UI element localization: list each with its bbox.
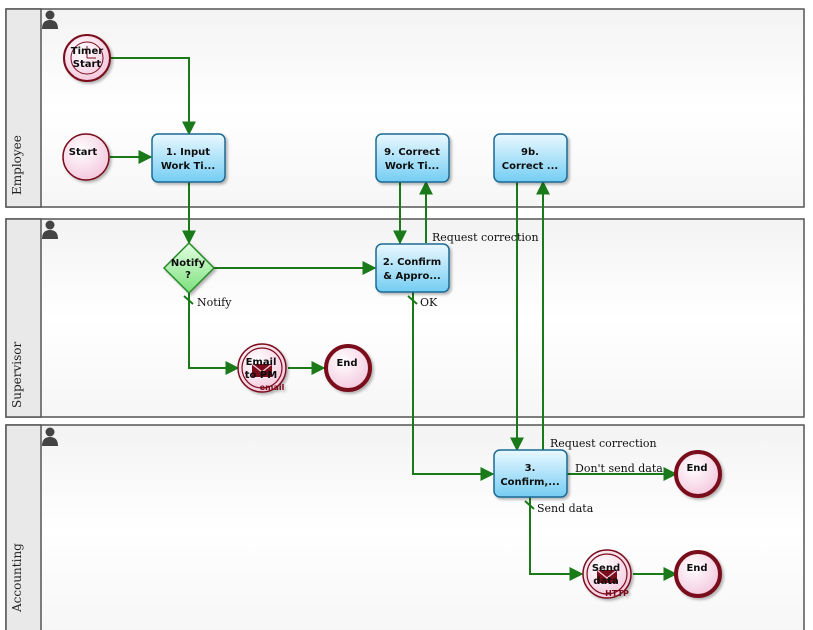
task-9b-correct[interactable]: 9b. Correct ...	[493, 133, 568, 183]
lane-accounting: Accounting	[5, 424, 805, 630]
person-icon	[42, 427, 58, 446]
node-label: End	[686, 563, 707, 574]
flow-task2-to-task3[interactable]	[412, 292, 495, 481]
node-tag: email	[260, 383, 285, 392]
node-label: Send	[592, 563, 620, 574]
node-label: Start	[69, 147, 98, 158]
node-label: Correct ...	[502, 161, 558, 172]
person-icon	[42, 220, 58, 239]
node-label: data	[593, 576, 618, 587]
flow-label-send-data: Send data	[537, 502, 594, 515]
node-label: 2. Confirm	[383, 257, 441, 268]
flow-task3-to-send[interactable]	[529, 497, 584, 581]
task-input-work-time[interactable]: 1. Input Work Ti...	[151, 133, 226, 183]
node-label: to PM	[245, 370, 277, 381]
envelope-icon	[251, 363, 273, 377]
node-label: ?	[185, 270, 191, 281]
sequence-flows	[110, 57, 678, 581]
send-data-event[interactable]: Send data HTTP	[582, 549, 632, 599]
start-event[interactable]: Start	[62, 133, 110, 181]
flow-timer-to-task1[interactable]	[110, 57, 196, 136]
node-tag: HTTP	[605, 589, 629, 598]
node-label: 3.	[525, 463, 536, 474]
node-label: 1. Input	[166, 147, 210, 158]
flow-gateway-to-email[interactable]	[188, 292, 240, 375]
node-label: 9b.	[521, 147, 539, 158]
lane-label-employee: Employee	[10, 135, 24, 195]
node-label: Confirm,...	[500, 477, 559, 488]
node-label: Work Ti...	[161, 161, 215, 172]
lane-label-accounting: Accounting	[10, 543, 24, 613]
envelope-icon	[596, 569, 618, 583]
condition-markers	[183, 295, 535, 510]
node-label: End	[686, 463, 707, 474]
lane-label-supervisor: Supervisor	[10, 342, 24, 408]
flow-label-dont-send-data: Don't send data	[575, 462, 663, 475]
flow-label-notify: Notify	[197, 296, 232, 309]
node-label: Start	[73, 59, 102, 70]
timer-start-event[interactable]: Timer Start	[63, 34, 111, 82]
node-label: & Appro...	[383, 271, 440, 282]
task-correct-work-time[interactable]: 9. Correct Work Ti...	[375, 133, 450, 183]
flow-label-ok: OK	[420, 296, 438, 309]
email-to-pm-event[interactable]: Email to PM email	[237, 343, 287, 393]
task-confirm[interactable]: 3. Confirm,...	[493, 449, 568, 498]
node-label: Email	[246, 357, 277, 368]
node-label: 9. Correct	[384, 147, 440, 158]
flow-label-request-correction-2: Request correction	[550, 437, 657, 450]
end-event-2[interactable]: End	[674, 450, 722, 498]
person-icon	[42, 10, 58, 29]
flow-label-request-correction-1: Request correction	[432, 231, 539, 244]
clock-icon	[70, 41, 104, 75]
node-label: End	[336, 358, 357, 369]
notify-gateway[interactable]: Notify ?	[162, 241, 216, 295]
end-event-3[interactable]: End	[674, 550, 722, 598]
task-confirm-approve[interactable]: 2. Confirm & Appro...	[375, 243, 450, 293]
node-label: Notify	[171, 258, 206, 269]
node-label: Work Ti...	[385, 161, 439, 172]
end-event-1[interactable]: End	[324, 344, 372, 392]
node-label: Timer	[71, 46, 103, 57]
